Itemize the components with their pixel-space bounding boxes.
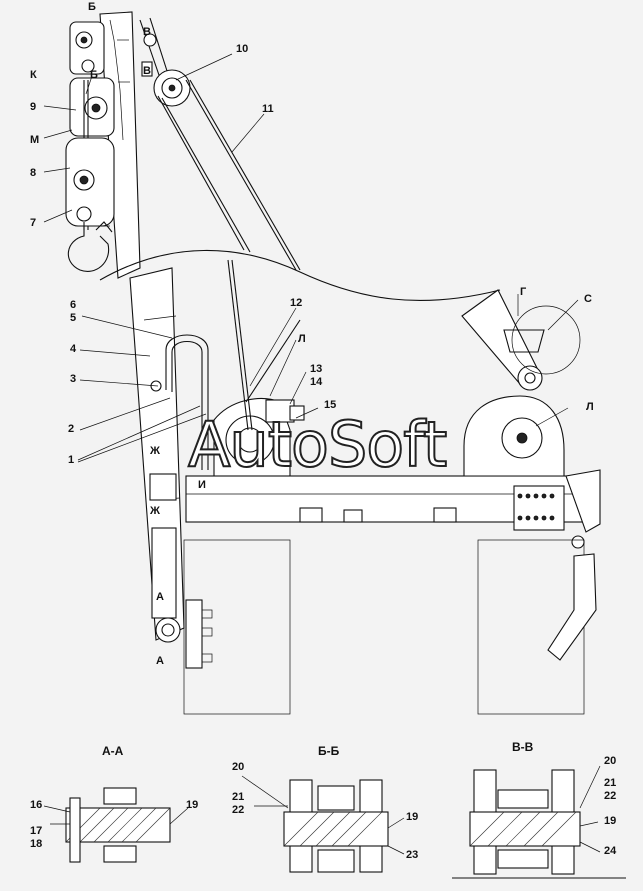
section-title-bb: Б-Б: [318, 744, 340, 758]
marker-l-right: Л: [586, 401, 594, 413]
callout-5: 5: [70, 312, 77, 324]
callout-24: 24: [604, 845, 617, 857]
callout-20-vv: 20: [604, 755, 617, 767]
callout-1: 1: [68, 454, 75, 466]
marker-zh-top: Ж: [150, 445, 160, 457]
callout-13: 13: [310, 363, 323, 375]
callout-6: 6: [70, 299, 77, 311]
callout-12: 12: [290, 297, 303, 309]
marker-v-top: В: [143, 26, 151, 38]
callout-15: 15: [324, 399, 337, 411]
callout-2: 2: [68, 423, 75, 435]
callout-10: 10: [236, 43, 249, 55]
winch-unit: [213, 259, 305, 479]
marker-zh-bot: Ж: [150, 505, 160, 517]
callout-8: 8: [30, 167, 37, 179]
outrigger: [547, 553, 597, 661]
section-aa: [43, 787, 189, 863]
boom-cables: [157, 79, 301, 271]
marker-a-top: А: [156, 591, 164, 603]
callout-11: 11: [262, 103, 274, 115]
callout-18: 18: [30, 838, 43, 850]
left-support: [183, 539, 291, 715]
callout-21-vv: 21: [604, 777, 617, 789]
callout-22-vv: 22: [604, 790, 617, 802]
marker-b-mid: Б: [90, 69, 98, 81]
callout-20-bb: 20: [232, 761, 245, 773]
callout-16: 16: [30, 799, 43, 811]
callout-19-aa: 19: [186, 799, 199, 811]
callout-3: 3: [70, 373, 77, 385]
section-bb: [241, 775, 405, 873]
callout-19-vv: 19: [604, 815, 617, 827]
watermark-text: AutoSoft: [187, 407, 448, 482]
callout-4: 4: [70, 343, 77, 355]
marker-l-mid: Л: [298, 333, 306, 345]
marker-c: С: [584, 293, 592, 305]
callout-21-bb: 21: [232, 791, 245, 803]
marker-a-bot: А: [156, 655, 164, 667]
marker-i: И: [198, 479, 206, 491]
callout-17: 17: [30, 825, 43, 837]
callout-9: 9: [30, 101, 37, 113]
callout-7: 7: [30, 217, 37, 229]
section-title-aa: А-А: [102, 744, 124, 758]
slewing-base: [461, 289, 581, 477]
hook-block: [65, 77, 115, 272]
marker-k: К: [30, 69, 37, 81]
callout-22-bb: 22: [232, 804, 245, 816]
section-vv: [452, 765, 626, 879]
main-frame: [185, 469, 601, 549]
marker-b-top: Б: [88, 1, 96, 13]
callout-14: 14: [310, 376, 323, 388]
leader-lines: [43, 53, 579, 463]
marker-v-mid: В: [143, 65, 151, 77]
callout-19-bb: 19: [406, 811, 419, 823]
section-title-vv: В-В: [512, 740, 534, 754]
lower-boom: [129, 267, 213, 669]
callout-23: 23: [406, 849, 419, 861]
marker-g: Г: [520, 286, 527, 298]
marker-m: М: [30, 134, 40, 146]
